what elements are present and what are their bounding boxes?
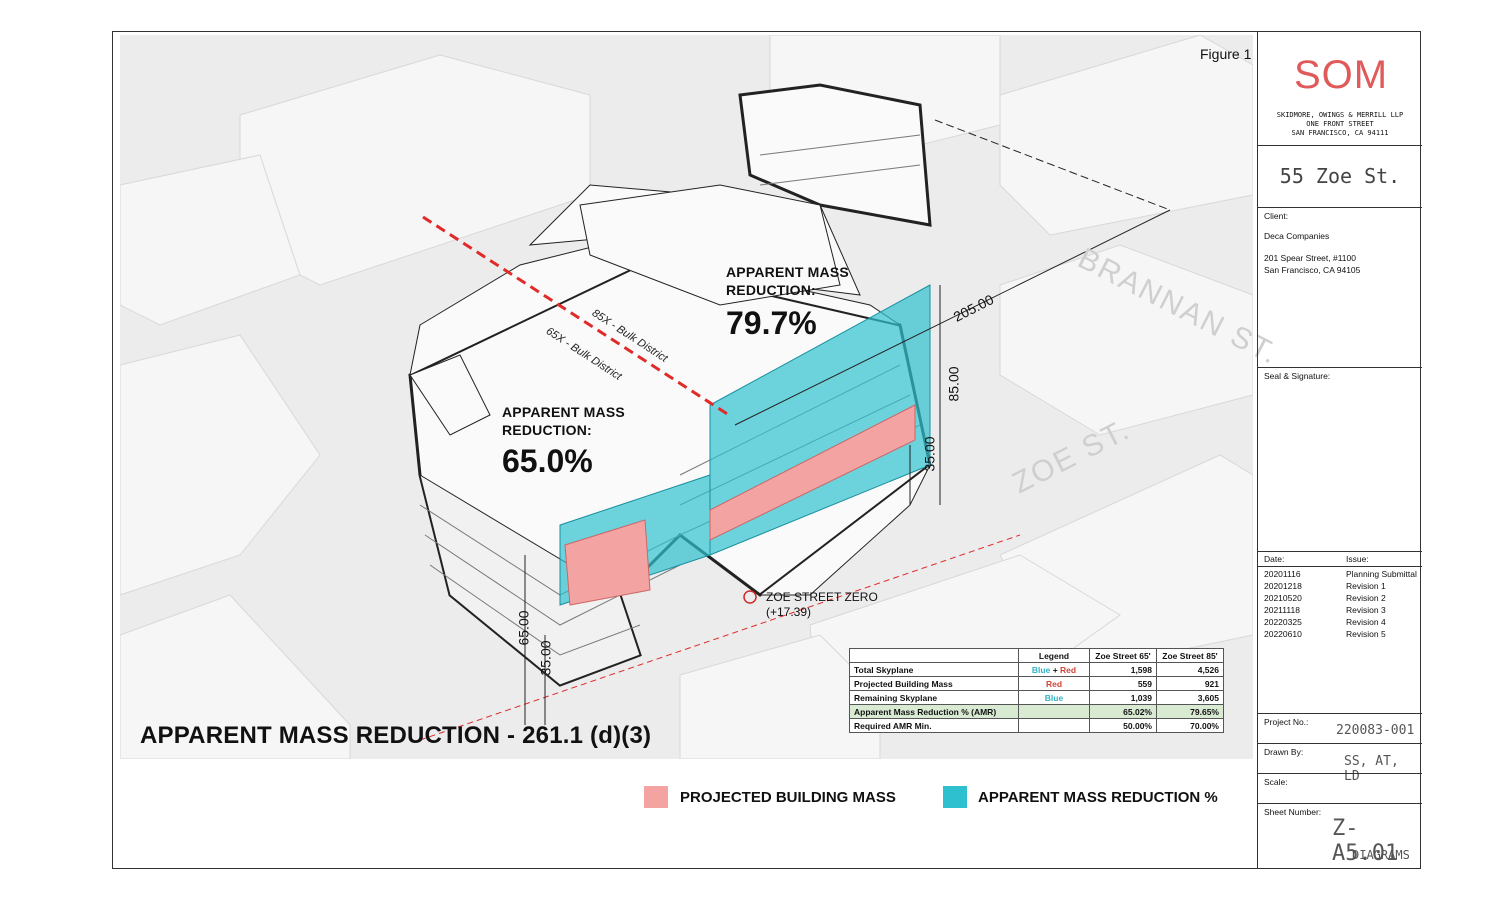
projected-building-mass-area [564, 404, 916, 606]
project-number: 220083-001 [1336, 723, 1415, 738]
skyplane-table: Legend Zoe Street 65' Zoe Street 85' Tot… [849, 648, 1224, 733]
sheet-title: DIAGRAMS [1352, 848, 1410, 862]
amr-lower-value: 65.0% [502, 443, 593, 479]
project-name-row: 55 Zoe St. [1258, 145, 1422, 207]
dimension-65: 65.00 [515, 610, 532, 646]
figure-label: Figure 1 [1200, 46, 1252, 62]
amr-upper-label: APPARENT MASS REDUCTION: [726, 264, 849, 298]
project-name: 55 Zoe St. [1279, 164, 1401, 188]
firm-logo: SOM [1294, 53, 1389, 97]
title-block: SOM SKIDMORE, OWINGS & MERRILL LLP ONE F… [1257, 31, 1422, 869]
client-row: Client: Deca Companies 201 Spear Street,… [1258, 207, 1422, 367]
project-no-row: Project No.: 220083-001 [1258, 713, 1422, 743]
legend-label-reduction: APPARENT MASS REDUCTION % [978, 789, 1218, 806]
drawn-by-row: Drawn By: SS, AT, LD [1258, 743, 1422, 784]
dimension-35-right: 35.00 [921, 436, 938, 472]
table-row: Remaining Skyplane Blue 1,039 3,605 [849, 690, 1224, 705]
sheet-number: Z-A5.01 [1332, 816, 1399, 866]
amr-upper-value: 79.7% [726, 305, 817, 341]
zoe-street-zero-label: ZOE STREET ZERO (+17.39) [766, 590, 878, 619]
firm-address: SKIDMORE, OWINGS & MERRILL LLP ONE FRONT… [1276, 111, 1404, 137]
legend-swatch-projected [644, 786, 668, 808]
bulk-district-line [422, 215, 733, 419]
amr-lower-label: APPARENT MASS REDUCTION: [502, 404, 625, 438]
table-row: Projected Building Mass Red 559 921 [849, 676, 1224, 691]
drawn-by: SS, AT, LD [1344, 754, 1399, 784]
dimension-85: 85.00 [945, 366, 962, 402]
dimension-lines [524, 119, 1171, 725]
legend-swatch-reduction [943, 786, 967, 808]
table-row: Apparent Mass Reduction % (AMR) 65.02% 7… [849, 704, 1224, 719]
sheet-number-row: Sheet Number: Z-A5.01 DIAGRAMS [1258, 803, 1422, 869]
massing-diagram [120, 35, 1253, 759]
scale-row: Scale: [1258, 773, 1422, 803]
table-row: Required AMR Min. 50.00% 70.00% [849, 718, 1224, 733]
dimension-35-left: 35.00 [537, 640, 554, 676]
table-row: Total Skyplane Blue + Red 1,598 4,526 [849, 662, 1224, 677]
table-header-row: Legend Zoe Street 65' Zoe Street 85' [849, 648, 1224, 663]
zoe-street-zero-marker [743, 590, 757, 604]
legend-label-projected: PROJECTED BUILDING MASS [680, 789, 896, 806]
diagram-title: APPARENT MASS REDUCTION - 261.1 (d)(3) [140, 722, 652, 749]
property-line [419, 534, 1021, 741]
seal-row: Seal & Signature: [1258, 367, 1422, 551]
